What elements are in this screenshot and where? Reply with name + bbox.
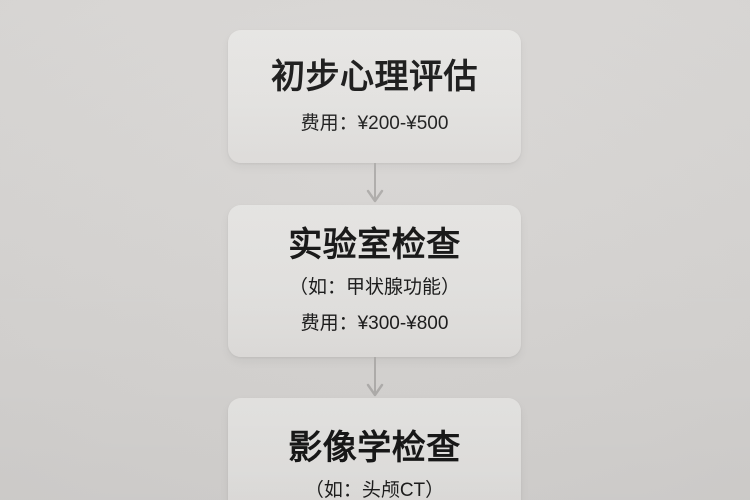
connector-1 [0, 163, 750, 205]
node-cost-line: 费用：¥200-¥500 [300, 112, 449, 134]
arrow-down-icon [366, 357, 384, 397]
node-title: 影像学检查 [288, 428, 461, 467]
connector-2 [0, 357, 750, 399]
node-example-line: （如：甲状腺功能） [288, 277, 460, 299]
node-title: 初步心理评估 [271, 57, 478, 96]
node-example-line: （如：头颅CT） [304, 479, 445, 500]
arrow-down-icon [366, 163, 384, 203]
flowchart-node-imaging[interactable]: 影像学检查 （如：头颅CT） [228, 398, 521, 500]
node-title: 实验室检查 [288, 226, 461, 265]
flowchart-node-lab-tests[interactable]: 实验室检查 （如：甲状腺功能） 费用：¥300-¥800 [228, 205, 521, 357]
node-cost-line: 费用：¥300-¥800 [300, 313, 449, 335]
flowchart-node-initial-assessment[interactable]: 初步心理评估 费用：¥200-¥500 [228, 30, 521, 163]
